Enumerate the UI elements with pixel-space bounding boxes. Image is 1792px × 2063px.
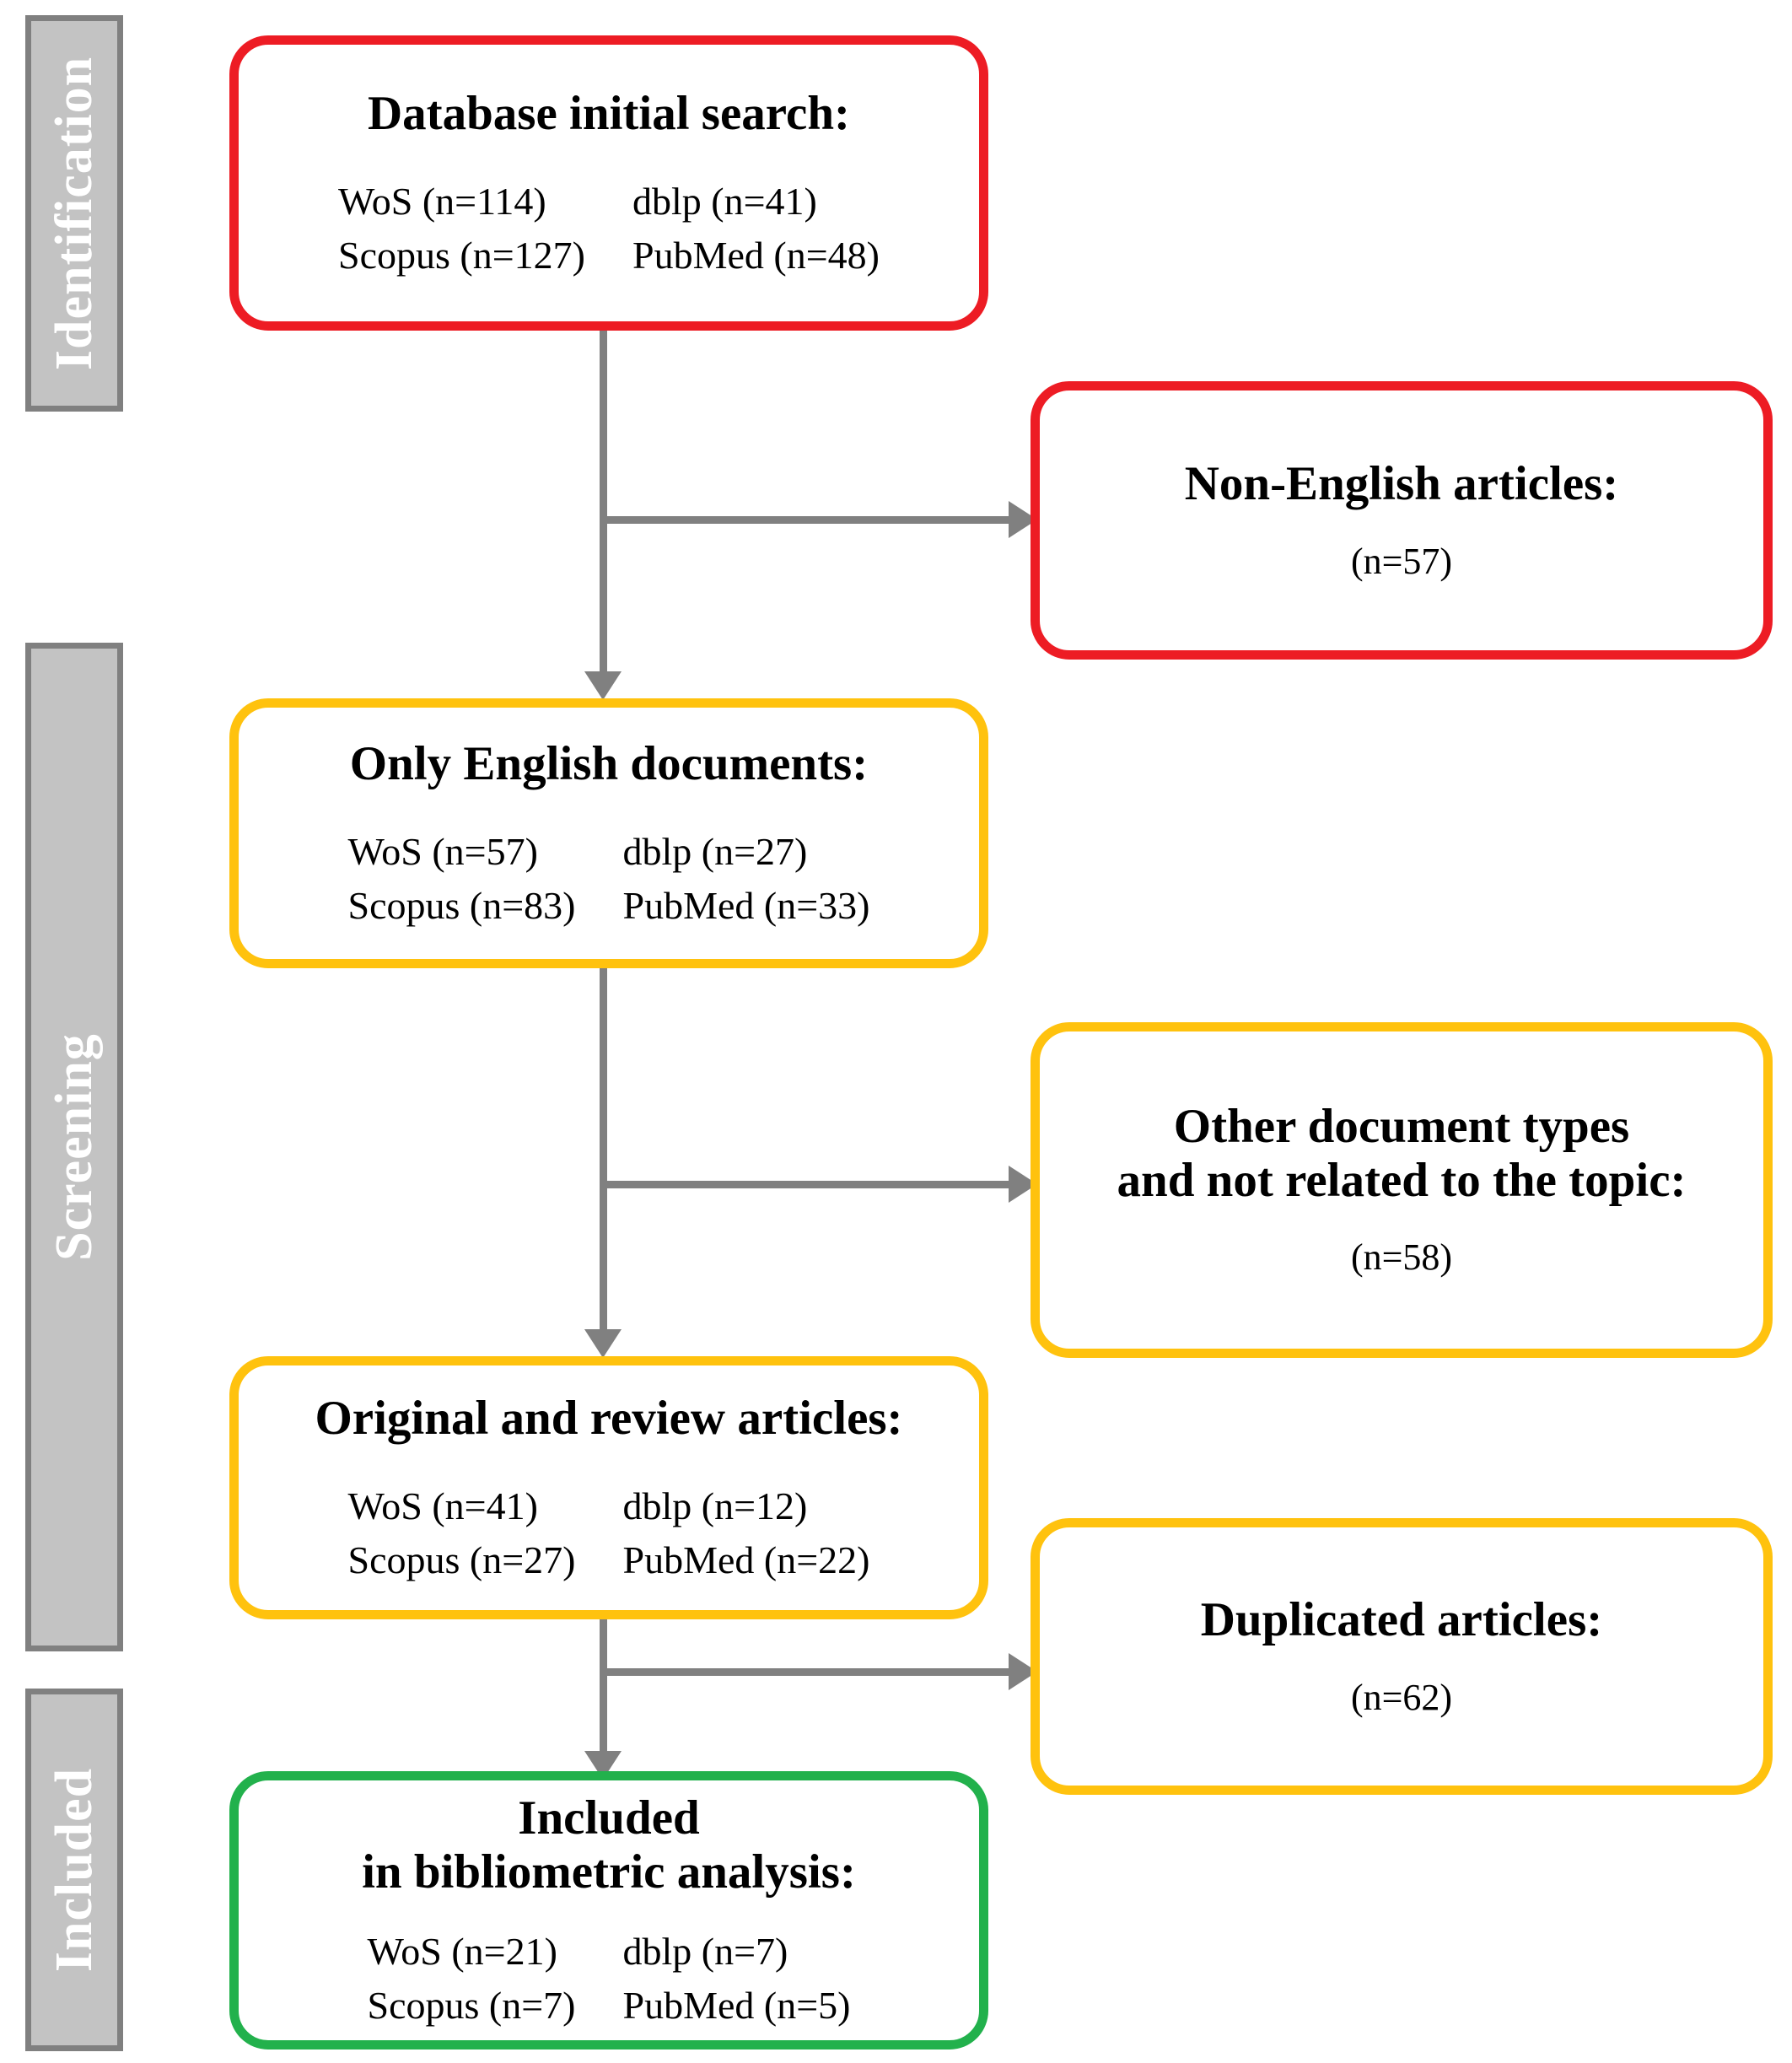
source-wos: WoS (n=57) (347, 830, 538, 874)
source-counts-original-review: WoS (n=41) dblp (n=12) Scopus (n=27) Pub… (348, 1482, 870, 1584)
box-title-other-document-types: Other document types and not related to … (1117, 1099, 1687, 1207)
source-scopus: Scopus (n=7) (367, 1983, 576, 2027)
connector-line-2 (600, 963, 607, 1334)
source-pubmed: PubMed (n=22) (622, 1538, 870, 1581)
stage-label-screening: Screening (46, 1033, 103, 1261)
box-non-english-articles: Non-English articles: (n=57) (1031, 381, 1773, 660)
source-counts-database-search: WoS (n=114) dblp (n=41) Scopus (n=127) P… (338, 177, 880, 279)
box-title-non-english: Non-English articles: (1184, 456, 1619, 510)
stage-panel-screening: Screening (25, 643, 123, 1651)
box-other-document-types: Other document types and not related to … (1031, 1022, 1773, 1358)
source-scopus: Scopus (n=83) (347, 883, 576, 927)
source-dblp: dblp (n=27) (622, 830, 808, 874)
connector-branch-1 (600, 516, 1021, 524)
source-pubmed: PubMed (n=33) (622, 883, 870, 927)
source-scopus: Scopus (n=127) (338, 233, 585, 277)
box-title-duplicated: Duplicated articles: (1200, 1592, 1603, 1646)
source-pubmed: PubMed (n=48) (632, 233, 880, 277)
box-title-original-review: Original and review articles: (315, 1391, 903, 1445)
stage-panel-identification: Identification (25, 15, 123, 412)
connector-arrow-down-1 (584, 671, 622, 700)
source-counts-included: WoS (n=21) dblp (n=7) Scopus (n=7) PubMe… (368, 1927, 851, 2029)
connector-arrow-down-2 (584, 1329, 622, 1358)
stage-panel-included: Included (25, 1689, 123, 2051)
connector-branch-3 (600, 1668, 1021, 1676)
box-count-duplicated: (n=62) (1350, 1676, 1453, 1718)
connector-branch-2 (600, 1181, 1021, 1188)
source-wos: WoS (n=114) (338, 180, 546, 224)
source-pubmed: PubMed (n=5) (622, 1983, 851, 2027)
box-title-included: Included in bibliometric analysis: (362, 1791, 856, 1899)
connector-line-1 (600, 331, 607, 676)
box-original-and-review-articles: Original and review articles: WoS (n=41)… (229, 1356, 988, 1619)
source-wos: WoS (n=41) (347, 1484, 538, 1528)
source-dblp: dblp (n=41) (632, 180, 817, 224)
source-wos: WoS (n=21) (367, 1930, 557, 1974)
source-scopus: Scopus (n=27) (347, 1538, 576, 1581)
source-dblp: dblp (n=7) (622, 1930, 788, 1974)
source-counts-only-english: WoS (n=57) dblp (n=27) Scopus (n=83) Pub… (348, 827, 870, 929)
box-only-english-documents: Only English documents: WoS (n=57) dblp … (229, 698, 988, 968)
connector-line-3 (600, 1618, 607, 1769)
box-count-non-english: (n=57) (1350, 540, 1453, 582)
stage-label-identification: Identification (46, 56, 104, 371)
source-dblp: dblp (n=12) (622, 1484, 808, 1528)
box-title-only-english: Only English documents: (349, 736, 869, 790)
box-included-in-bibliometric-analysis: Included in bibliometric analysis: WoS (… (229, 1771, 988, 2050)
box-count-other-document-types: (n=58) (1350, 1236, 1453, 1279)
stage-label-included: Included (46, 1767, 104, 1973)
box-title-database-search: Database initial search: (367, 86, 851, 140)
box-database-initial-search: Database initial search: WoS (n=114) dbl… (229, 35, 988, 331)
box-duplicated-articles: Duplicated articles: (n=62) (1031, 1518, 1773, 1795)
